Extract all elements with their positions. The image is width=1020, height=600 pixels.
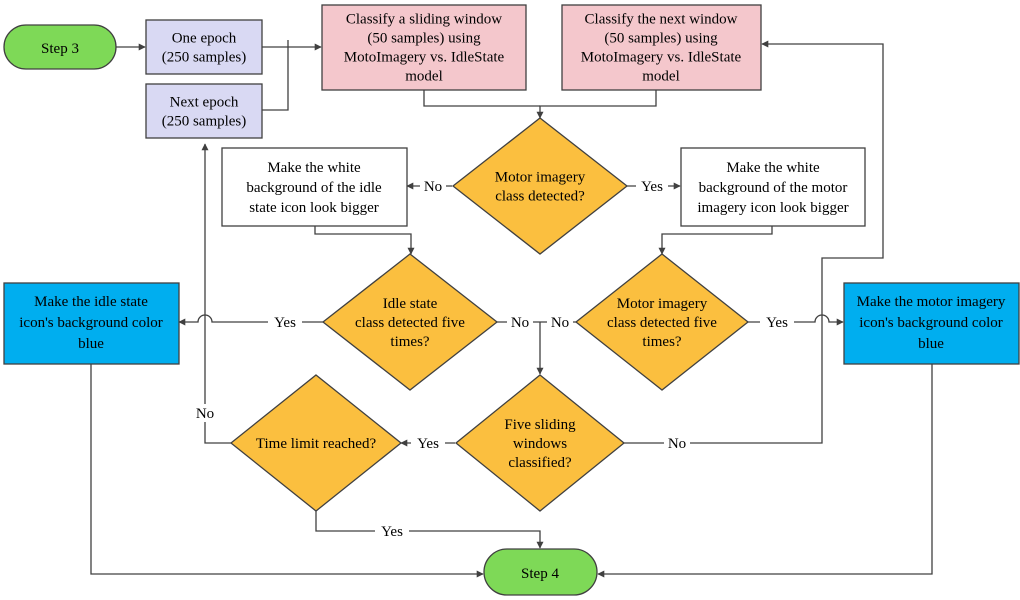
label-line: MotoImagery vs. IdleState <box>344 50 505 66</box>
mi-detected-decision: Motor imagery class detected? <box>451 117 629 255</box>
label-line: Make the idle state <box>34 294 148 310</box>
idle-bigger-label: Make the white background of the idle stat… <box>246 160 382 216</box>
five-windows-decision: Five sliding windows classified? <box>454 374 626 512</box>
edge-tl-yes <box>315 511 544 549</box>
edge-label-mi5-no: No <box>551 315 569 331</box>
step3-label: Step 3 <box>41 41 79 57</box>
edge-label-mi-no: No <box>424 179 442 195</box>
label-line: One epoch <box>172 31 237 47</box>
label-line: Motor imagery <box>495 170 586 186</box>
label-line: Time limit reached? <box>256 436 377 452</box>
step3-terminal: Step 3 <box>3 24 117 70</box>
label-line: class detected five <box>607 315 717 331</box>
label-line: classified? <box>508 455 572 471</box>
edge-label-idle-yes: Yes <box>274 315 296 331</box>
mi-bigger-box: Make the white background of the motor ima… <box>680 147 866 227</box>
label-line: Classify a sliding window <box>346 12 502 28</box>
label-line: icon's background color <box>19 315 163 331</box>
edge-label-fw-yes: Yes <box>417 436 439 452</box>
one-epoch-box: One epoch (250 samples) <box>145 19 263 75</box>
five-windows-label: Five sliding windows classified? <box>504 417 576 471</box>
classify-next-label: Classify the next window (50 samples) usi… <box>581 12 742 85</box>
label-line: Make the white <box>726 160 820 176</box>
edge-classify-next-to-decision <box>536 90 657 119</box>
edge-label-mi5-yes: Yes <box>766 315 788 331</box>
classify-next-box: Classify the next window (50 samples) usi… <box>561 4 762 91</box>
edge-idle-blue-to-step4 <box>90 364 484 578</box>
label-line: Next epoch <box>170 95 239 111</box>
label-line: Make the motor imagery <box>857 294 1006 310</box>
edge-label-fw-no: No <box>668 436 686 452</box>
edge-idle-bigger-to-idle-five <box>314 226 415 255</box>
label-line: (50 samples) using <box>367 31 481 47</box>
label-line: blue <box>918 336 944 352</box>
label-line: Classify the next window <box>585 12 738 28</box>
classify-window-label: Classify a sliding window (50 samples) us… <box>344 12 505 85</box>
edges <box>90 40 933 578</box>
step4-label: Step 4 <box>521 566 559 582</box>
mi-detected-label: Motor imagery class detected? <box>495 170 586 205</box>
edge-mi-bigger-to-mi-five <box>658 226 773 255</box>
edge-label-mi-yes: Yes <box>641 179 663 195</box>
label-line: MotoImagery vs. IdleState <box>581 50 742 66</box>
edge-label-tl-no: No <box>196 406 214 422</box>
edge-label-tl-yes: Yes <box>381 524 403 540</box>
mi-blue-label: Make the motor imagery icon's background … <box>857 294 1006 352</box>
step4-terminal: Step 4 <box>483 548 598 596</box>
label-line: icon's background color <box>859 315 1003 331</box>
label-line: class detected five <box>355 315 465 331</box>
label-line: Idle state <box>383 296 438 312</box>
label-line: blue <box>78 336 104 352</box>
edge-classify-to-decision <box>423 90 540 107</box>
label-line: model <box>642 69 680 85</box>
label-line: model <box>405 69 443 85</box>
label-line: times? <box>642 334 681 350</box>
edge-fw-no <box>623 40 884 444</box>
label-line: class detected? <box>495 189 585 205</box>
edge-mi-blue-to-step4 <box>597 364 933 578</box>
idle-blue-box: Make the idle state icon's background col… <box>3 282 180 365</box>
idle-blue-label: Make the idle state icon's background col… <box>19 294 163 352</box>
label-line: imagery icon look bigger <box>697 200 848 216</box>
label-line: (250 samples) <box>162 50 247 66</box>
time-limit-label: Time limit reached? <box>256 436 377 452</box>
label-line: background of the motor <box>699 180 848 196</box>
label-line: Make the white <box>267 160 361 176</box>
label-line: Motor imagery <box>617 296 708 312</box>
idle-five-label: Idle state class detected five times? <box>355 296 465 350</box>
mi-bigger-label: Make the white background of the motor ima… <box>697 160 848 216</box>
label-line: (50 samples) using <box>604 31 718 47</box>
idle-bigger-box: Make the white background of the idle stat… <box>221 147 408 227</box>
edge-labels: No Yes Yes No No Yes Yes No No Yes <box>192 177 794 540</box>
mi-blue-box: Make the motor imagery icon's background … <box>843 282 1020 365</box>
next-epoch-label: Next epoch (250 samples) <box>162 95 247 130</box>
label-line: Five sliding <box>504 417 576 433</box>
label-line: background of the idle <box>246 180 382 196</box>
edge-tl-no <box>201 143 232 444</box>
one-epoch-label: One epoch (250 samples) <box>162 31 247 66</box>
next-epoch-box: Next epoch (250 samples) <box>145 83 263 139</box>
label-line: (250 samples) <box>162 114 247 130</box>
edge-label-idle-no: No <box>511 315 529 331</box>
label-line: state icon look bigger <box>249 200 379 216</box>
time-limit-decision: Time limit reached? <box>229 374 403 512</box>
label-line: times? <box>390 334 429 350</box>
classify-window-box: Classify a sliding window (50 samples) us… <box>321 4 527 91</box>
edge-next-epoch-to-classify <box>262 40 289 111</box>
mi-five-decision: Motor imagery class detected five times? <box>574 253 750 391</box>
mi-five-label: Motor imagery class detected five times? <box>607 296 717 350</box>
label-line: windows <box>513 436 567 452</box>
idle-five-decision: Idle state class detected five times? <box>321 253 499 391</box>
